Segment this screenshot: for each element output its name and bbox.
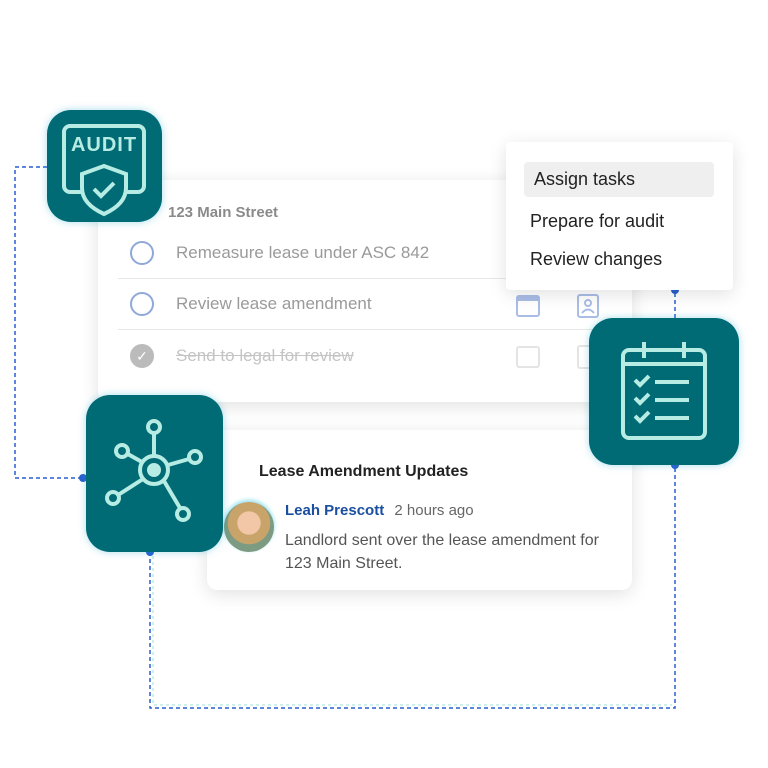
task-card: 123 Main Street Remeasure lease under AS… — [98, 180, 632, 402]
audit-shield-icon: AUDIT — [62, 124, 146, 217]
task-row[interactable]: Remeasure lease under ASC 842 — [118, 228, 612, 279]
calendar-icon[interactable] — [514, 291, 542, 319]
timestamp: 2 hours ago — [394, 502, 474, 519]
menu-item-assign-tasks[interactable]: Assign tasks — [524, 162, 714, 197]
calendar-checklist-icon — [621, 342, 707, 440]
update-card: Lease Amendment Updates Leah Prescott 2 … — [207, 430, 632, 590]
avatar[interactable] — [224, 502, 274, 552]
task-label: Send to legal for review — [176, 345, 354, 365]
task-label: Remeasure lease under ASC 842 — [176, 243, 430, 262]
calendar-icon[interactable] — [514, 342, 542, 370]
task-checkbox[interactable] — [130, 292, 154, 316]
task-label: Review lease amendment — [176, 294, 372, 313]
svg-text:AUDIT: AUDIT — [71, 134, 137, 156]
network-tile — [86, 395, 223, 552]
context-menu: Assign tasks Prepare for audit Review ch… — [506, 142, 733, 290]
task-checkbox[interactable] — [130, 241, 154, 265]
menu-item-prepare-audit[interactable]: Prepare for audit — [530, 211, 665, 231]
comment-header: Leah Prescott 2 hours ago — [285, 502, 474, 519]
menu-item-review-changes[interactable]: Review changes — [530, 249, 663, 269]
author-link[interactable]: Leah Prescott — [285, 502, 385, 519]
task-row[interactable]: ✓ Send to legal for review — [118, 330, 612, 381]
network-hub-icon — [105, 419, 203, 522]
checked-icon[interactable]: ✓ — [130, 343, 154, 368]
comment-message: Landlord sent over the lease amendment f… — [285, 532, 599, 572]
update-title: Lease Amendment Updates — [259, 463, 469, 480]
assignee-icon[interactable] — [574, 291, 602, 319]
task-row[interactable]: Review lease amendment — [118, 279, 612, 330]
task-card-title: 123 Main Street — [168, 204, 279, 221]
audit-tile: AUDIT — [47, 110, 162, 222]
checklist-tile — [589, 318, 739, 465]
